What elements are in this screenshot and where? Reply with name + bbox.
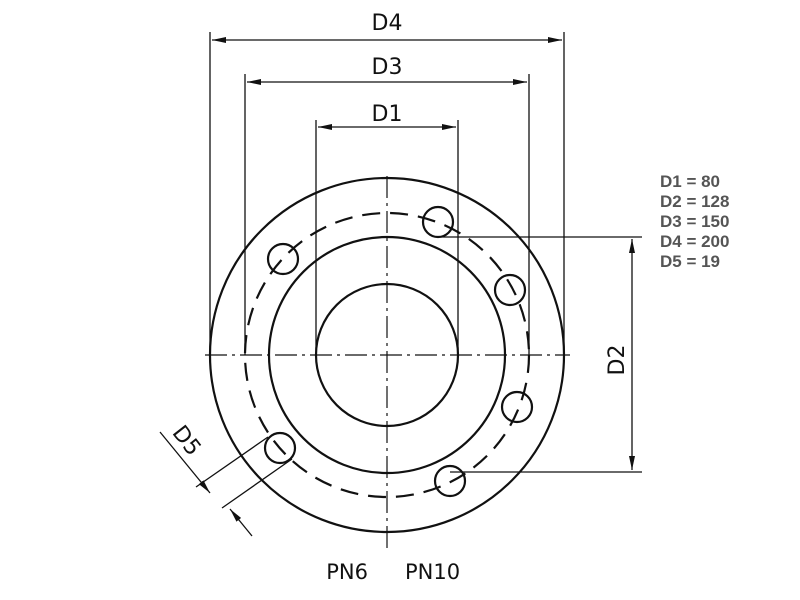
- d3-label: D3: [372, 55, 403, 80]
- legend-d3: D3 = 150: [660, 212, 730, 231]
- d3-dimension: D3: [244, 55, 530, 355]
- legend-d2: D2 = 128: [660, 192, 730, 211]
- bolt-hole: [500, 390, 534, 424]
- bolt-hole: [421, 205, 455, 239]
- d5-dimension: D5: [159, 421, 293, 537]
- d5-label: D5: [167, 421, 206, 461]
- bolt-hole: [266, 242, 300, 276]
- legend-d1: D1 = 80: [660, 172, 721, 191]
- dimension-legend: D1 = 80 D2 = 128 D3 = 150 D4 = 200 D5 = …: [660, 172, 729, 272]
- bolt-hole: [263, 431, 297, 465]
- pn6-label: PN6: [326, 560, 368, 584]
- d2-dimension: D2: [438, 236, 642, 473]
- bolt-hole: [493, 273, 527, 307]
- d2-label: D2: [605, 345, 630, 376]
- bolt-holes: [263, 205, 534, 498]
- pn10-label: PN10: [405, 560, 460, 584]
- legend-d4: D4 = 200: [660, 232, 730, 251]
- bolt-hole: [433, 464, 467, 498]
- legend-d5: D5 = 19: [660, 252, 721, 271]
- d4-label: D4: [372, 11, 403, 36]
- d1-label: D1: [372, 102, 403, 127]
- d4-dimension: D4: [209, 11, 565, 355]
